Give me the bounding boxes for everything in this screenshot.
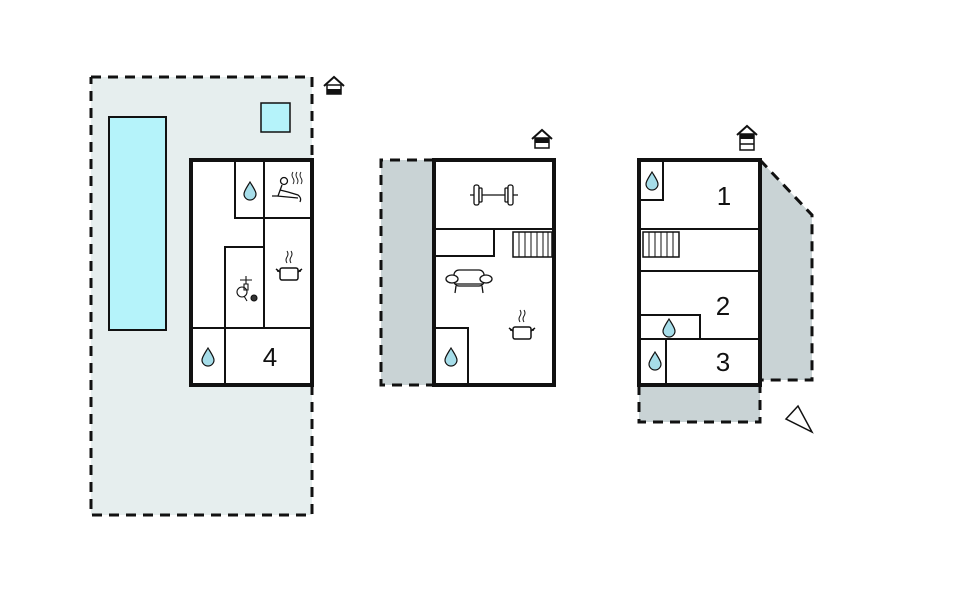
barbell-icon xyxy=(470,184,518,206)
house-floor-upper-icon xyxy=(736,124,758,151)
terrace-area xyxy=(639,385,760,422)
hot-tub xyxy=(260,102,291,133)
north-arrow-icon xyxy=(784,404,814,434)
table-tennis-foosball-icon xyxy=(236,276,258,302)
sofa-icon xyxy=(445,269,493,294)
ground-floor xyxy=(379,128,556,387)
swimming-pool xyxy=(108,116,167,331)
upper-house-outline xyxy=(637,158,762,387)
house-floor-ground-icon xyxy=(531,128,553,149)
terrace-area xyxy=(381,160,434,385)
stairs xyxy=(642,231,680,258)
upper-floor: 1 2 3 xyxy=(637,124,814,424)
basement-floor: 4 xyxy=(89,75,345,517)
house-floor-basement-icon xyxy=(323,75,345,95)
stairs xyxy=(512,231,553,258)
room-number-4: 4 xyxy=(263,342,277,372)
room-number-3: 3 xyxy=(716,347,730,377)
sauna-icon xyxy=(272,171,303,203)
balcony-area xyxy=(760,160,812,380)
room-number-2: 2 xyxy=(716,291,730,321)
room-number-1: 1 xyxy=(717,181,731,211)
